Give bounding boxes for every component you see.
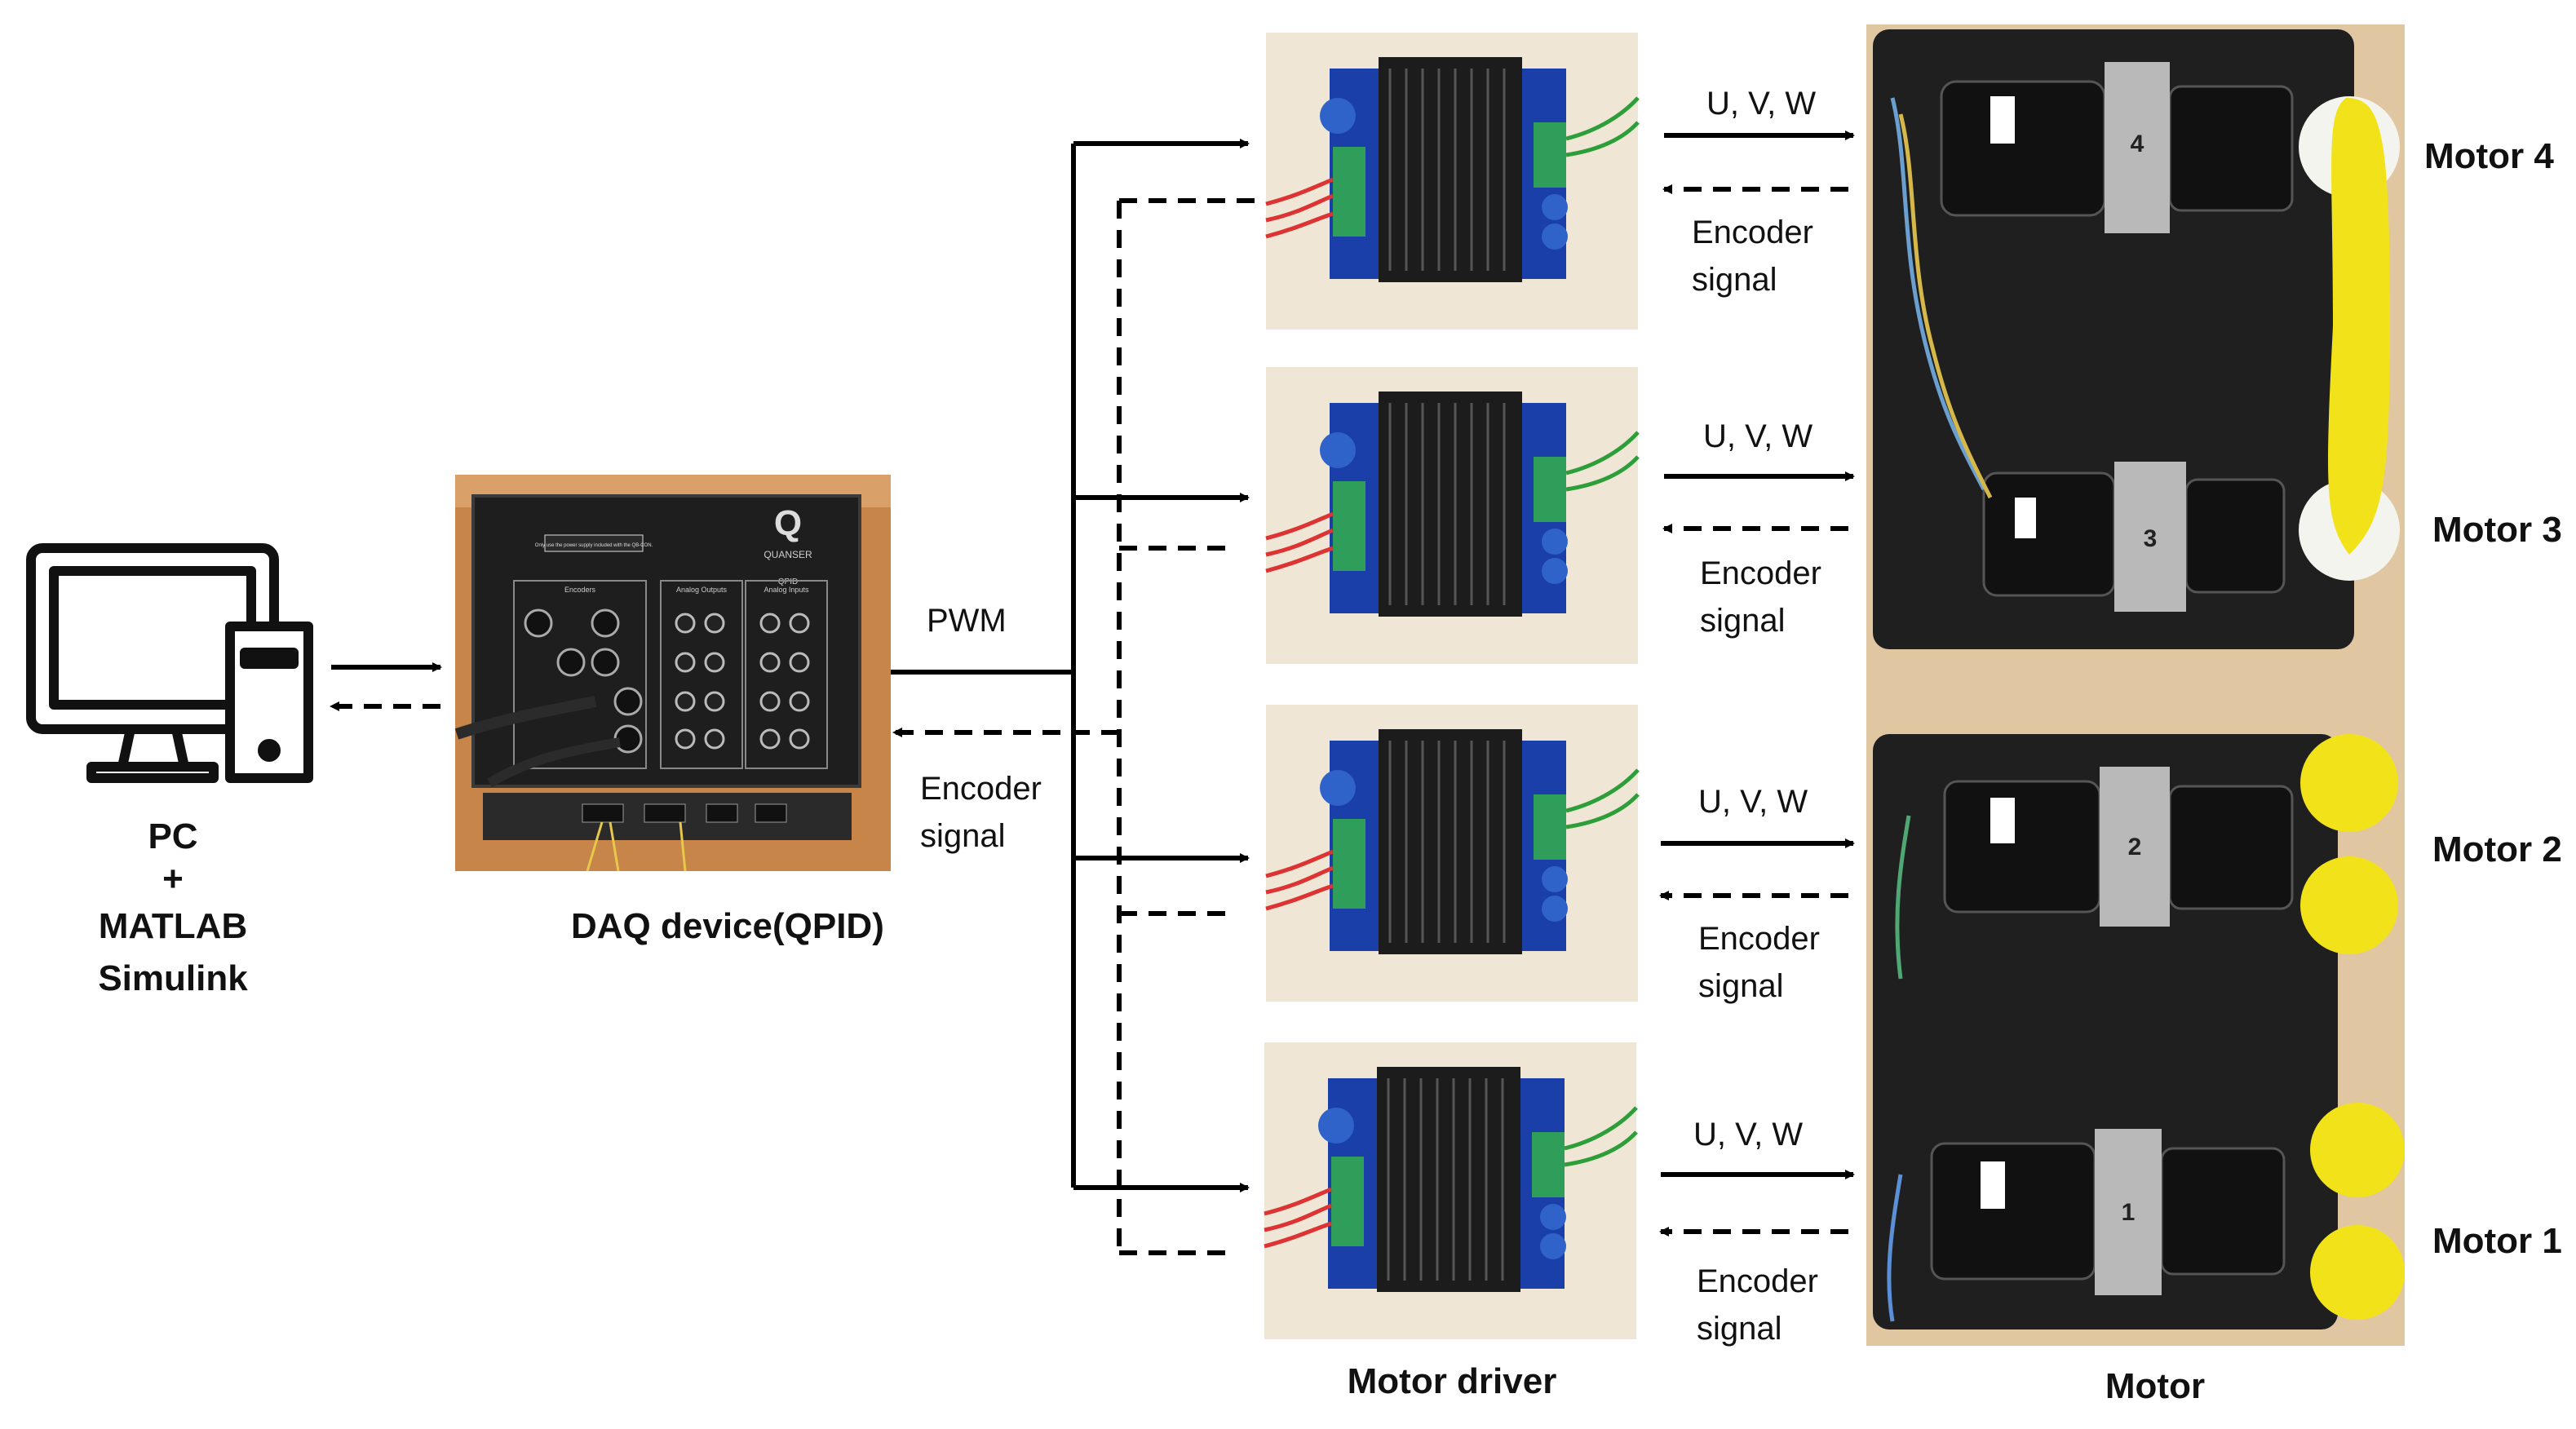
desktop-computer-icon — [26, 543, 313, 783]
daq-section-analog-outputs: Analog Outputs — [676, 586, 728, 594]
pc-label-line4: Simulink — [98, 958, 248, 998]
uvw-label-1: U, V, W — [1706, 86, 1816, 122]
motor-section-label: Motor — [2105, 1366, 2205, 1406]
motor-driver-label: Motor driver — [1348, 1361, 1557, 1401]
daq-brand-logo: Q — [774, 503, 802, 543]
encoder-signal-labels: Encoder signal Encoder signal Encoder si… — [1692, 215, 1821, 1347]
encoder-bus — [892, 198, 1261, 1255]
uvw-label-2: U, V, W — [1703, 418, 1812, 454]
motor-1-unit-number: 1 — [2122, 1199, 2136, 1226]
motor-labels: Motor 4 Motor 3 Motor 2 Motor 1 — [2424, 136, 2562, 1261]
motor-assembly-photo: 4 3 2 1 — [1866, 24, 2405, 1346]
encoder-label-3-line2: signal — [1698, 968, 1784, 1004]
daq-device-photo: Q QUANSER QPID Only use the power supply… — [454, 475, 891, 872]
daq-section-encoders: Encoders — [564, 586, 596, 594]
uvw-labels: U, V, W U, V, W U, V, W U, V, W — [1693, 86, 1816, 1152]
daq-section-analog-inputs: Analog Inputs — [764, 586, 809, 594]
pc-label-line1: PC — [148, 816, 197, 856]
motor-driver-photo-2 — [1265, 367, 1640, 664]
encoder-label-2-line1: Encoder — [1700, 555, 1821, 591]
encoder-label-3-line1: Encoder — [1698, 921, 1820, 957]
encoder-label-2-line2: signal — [1700, 603, 1786, 639]
pc-label-line2: + — [162, 859, 184, 899]
motor-1-label: Motor 1 — [2432, 1221, 2562, 1261]
pwm-label: PWM — [927, 603, 1007, 639]
daq-warning-text: Only use the power supply included with … — [535, 543, 653, 548]
motor-4-unit-number: 4 — [2131, 131, 2144, 157]
pc-label-line3: MATLAB — [99, 906, 247, 946]
encoder-return-arrows — [1659, 184, 1848, 1237]
encoder-label-1-line1: Encoder — [1692, 215, 1813, 250]
uvw-label-3: U, V, W — [1698, 784, 1808, 820]
encoder-label-4-line1: Encoder — [1697, 1263, 1818, 1299]
motor-3-unit-number: 3 — [2144, 525, 2158, 552]
motor-2-label: Motor 2 — [2432, 830, 2562, 869]
daq-brand-name: QUANSER — [764, 549, 812, 560]
motor-2-unit-number: 2 — [2128, 834, 2142, 860]
pc-label: PC + MATLAB Simulink — [98, 816, 248, 998]
uvw-label-4: U, V, W — [1693, 1117, 1803, 1152]
daq-device-label: DAQ device(QPID) — [571, 906, 884, 946]
uvw-arrows — [1661, 131, 1855, 1179]
daq-model-label: QPID — [778, 577, 798, 586]
motor-driver-photo-1 — [1265, 33, 1640, 330]
motor-driver-photo-4 — [1264, 1042, 1638, 1339]
motor-3-label: Motor 3 — [2432, 510, 2562, 550]
encoder-label-4-line2: signal — [1697, 1311, 1782, 1347]
motor-4-label: Motor 4 — [2424, 136, 2554, 176]
daq-encoder-label-line2: signal — [920, 818, 1006, 854]
motor-driver-photo-3 — [1265, 705, 1640, 1002]
encoder-label-1-line2: signal — [1692, 262, 1777, 298]
pwm-bus — [891, 139, 1250, 1192]
daq-encoder-label-line1: Encoder — [920, 771, 1042, 807]
